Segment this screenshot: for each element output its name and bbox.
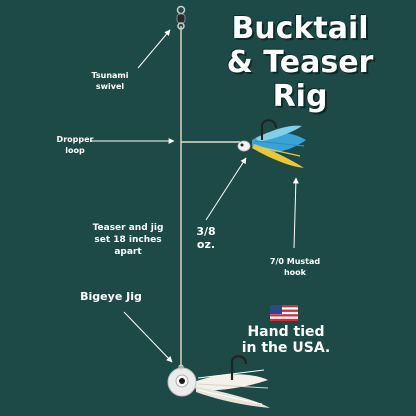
usa-flag-icon: [270, 305, 298, 321]
hook-label: 7/0 Mustad hook: [266, 256, 324, 278]
teaser-label-line-2: set 18 inches: [94, 235, 162, 245]
arrow-icon: [292, 177, 299, 249]
dropper-loop-label: Dropper loop: [56, 134, 94, 156]
teaser-icon: [237, 119, 306, 168]
hand-tied-line-2: in the USA.: [241, 340, 331, 356]
bucktail-jig-icon: [167, 355, 270, 408]
teaser-spacing-label: Teaser and jig set 18 inches apart: [86, 222, 170, 258]
swivel-icon: [176, 5, 186, 30]
teaser-label-line-3: apart: [114, 247, 142, 257]
jig-label: Bigeye Jig: [80, 290, 142, 303]
hook-label-line-1: 7/0 Mustad: [269, 257, 321, 266]
title-line-2: & Teaser: [226, 45, 374, 80]
hand-tied-line-1: Hand tied: [247, 324, 325, 340]
hand-tied-label: Hand tied in the USA.: [236, 324, 336, 356]
hook-label-line-2: hook: [283, 268, 306, 277]
arrow-icon: [205, 157, 247, 221]
swivel-label: Tsunami swivel: [91, 71, 129, 91]
weight-label: 3/8 oz.: [196, 225, 216, 251]
title-line-1: Bucktail: [231, 11, 369, 46]
dropper-label-line-2: loop: [65, 146, 85, 155]
page-title: Bucktail & Teaser Rig: [200, 12, 400, 114]
arrow-icon: [137, 29, 171, 69]
dropper-label-line-1: Dropper: [56, 135, 94, 144]
arrow-icon: [123, 311, 173, 363]
title-line-3: Rig: [272, 79, 328, 114]
teaser-label-line-1: Teaser and jig: [92, 223, 164, 233]
